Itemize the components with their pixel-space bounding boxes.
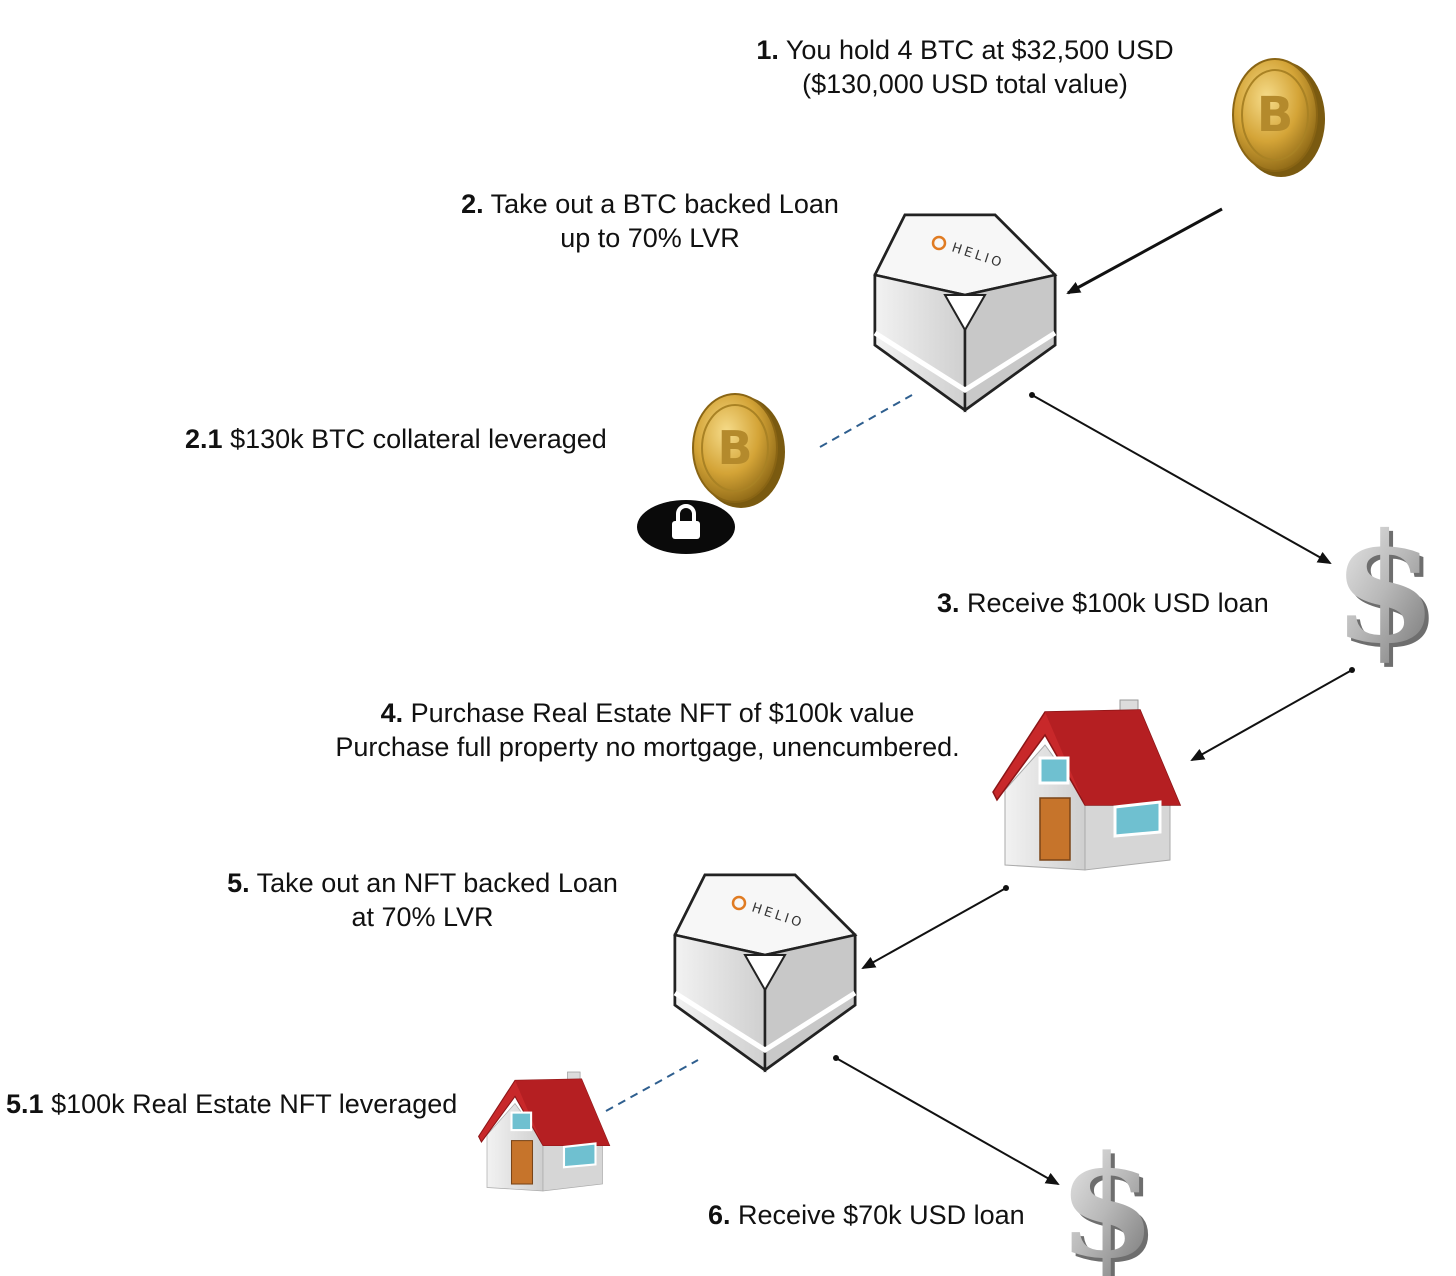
dollar-sign-icon: $ $ — [1058, 1126, 1159, 1276]
lock-icon — [637, 500, 735, 554]
collateral-link — [605, 1059, 699, 1112]
bitcoin-coin-icon: B — [692, 393, 785, 508]
step-2-1-label: 2.1 $130k BTC collateral leveraged — [185, 424, 607, 454]
svg-text:B: B — [1257, 87, 1294, 143]
step-1-label: 1. You hold 4 BTC at $32,500 USD ($130,0… — [756, 35, 1174, 99]
step-6-label: 6. Receive $70k USD loan — [708, 1200, 1025, 1230]
arrow-dollar-to-house — [1190, 669, 1353, 761]
arrow-vault-to-dollar — [1031, 394, 1332, 564]
step-5-label: 5. Take out an NFT backed Loan at 70% LV… — [227, 868, 618, 932]
arrow-coin-to-vault — [1066, 207, 1223, 295]
svg-text:$: $ — [1333, 501, 1437, 677]
arrow-vault-to-dollar — [835, 1057, 1060, 1185]
arrow-house-to-vault — [861, 887, 1007, 969]
dollar-sign-icon: $ $ — [1333, 501, 1441, 681]
svg-text:$: $ — [1058, 1126, 1155, 1276]
helio-vault-icon: HELIO — [673, 873, 858, 1073]
helio-vault-icon: HELIO — [873, 213, 1058, 413]
step-5-1-label: 5.1 $100k Real Estate NFT leveraged — [6, 1089, 458, 1119]
svg-text:$: $ — [1062, 1130, 1159, 1276]
bitcoin-coin-icon: B — [1232, 58, 1325, 177]
svg-text:$: $ — [1337, 505, 1441, 681]
step-2-label: 2. Take out a BTC backed Loan up to 70% … — [461, 189, 839, 253]
step-4-label: 4. Purchase Real Estate NFT of $100k val… — [335, 698, 960, 762]
house-icon — [477, 1071, 611, 1192]
collateral-link — [819, 394, 913, 448]
house-icon — [992, 699, 1182, 871]
svg-text:B: B — [717, 421, 752, 475]
step-3-label: 3. Receive $100k USD loan — [937, 588, 1269, 618]
